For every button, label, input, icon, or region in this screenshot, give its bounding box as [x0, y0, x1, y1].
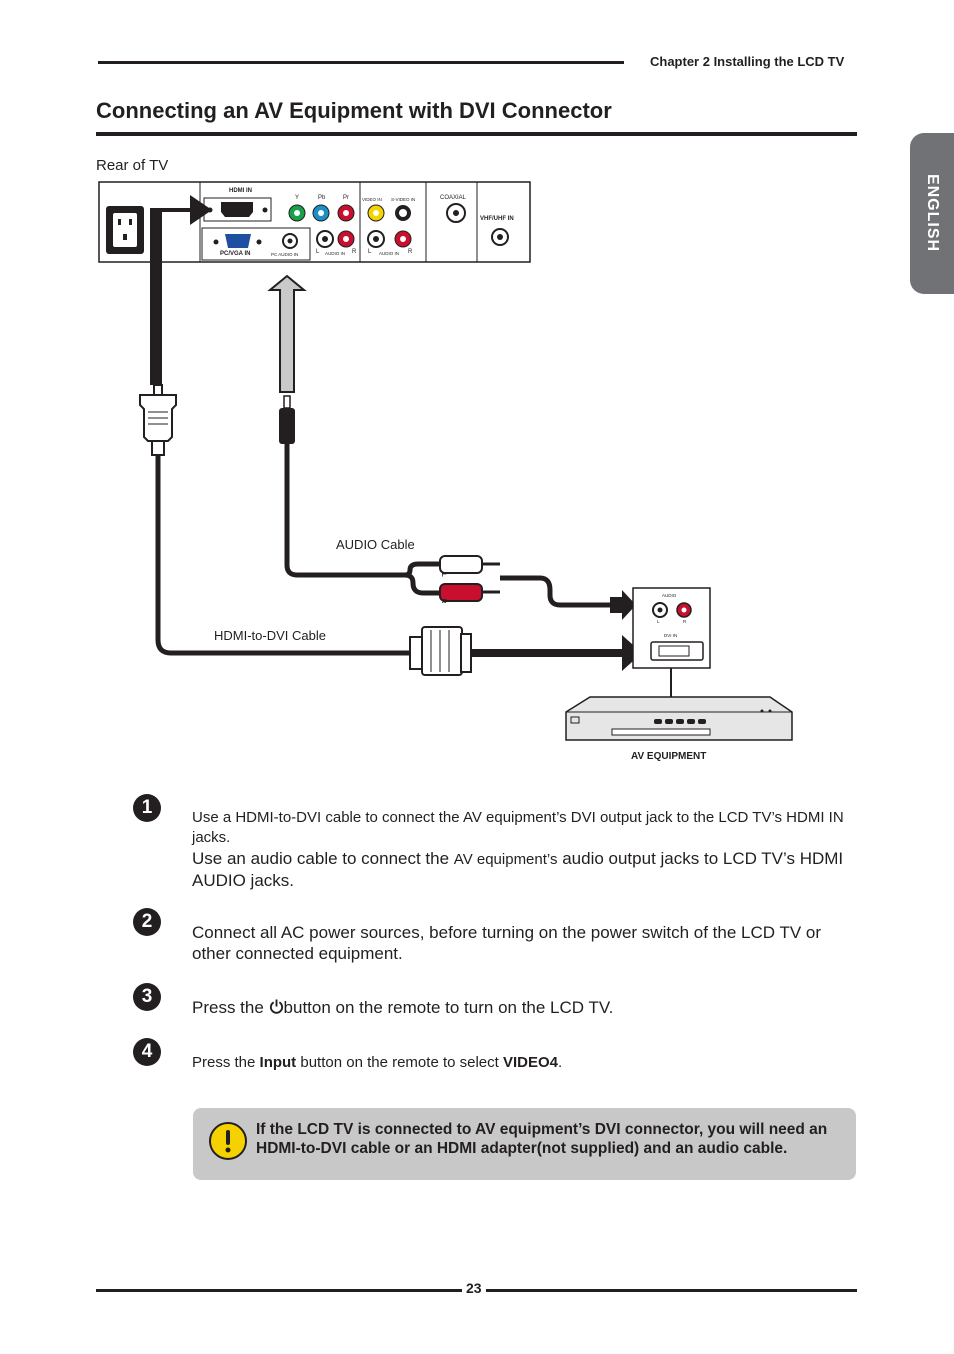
dvi-plug-icon: [409, 626, 472, 676]
av-equipment-label: AV EQUIPMENT: [631, 751, 707, 762]
step-1-text: Use a HDMI-to-DVI cable to connect the A…: [192, 808, 862, 891]
power-icon: [269, 999, 283, 1014]
rca-plugs-icon: [439, 555, 500, 602]
chapter-heading: Chapter 2 Installing the LCD TV: [650, 54, 845, 69]
pb-label: Pb: [318, 195, 326, 201]
audio-arrow-icon: [267, 274, 307, 393]
hdmi-dvi-cable: [155, 455, 412, 656]
step-3-text: Press the button on the remote to turn o…: [192, 998, 614, 1017]
audio-in-arrow-icon: [610, 590, 636, 620]
audio-cable-label: AUDIO Cable: [336, 537, 415, 552]
av-equipment-icon: [565, 696, 793, 741]
pc-audio-in-label: PC AUDIO IN: [271, 252, 299, 257]
video-jacks-icon: [367, 204, 412, 248]
power-socket-icon: [106, 206, 144, 254]
audio-plug-icon: [279, 395, 295, 455]
vhf-uhf-label: VHF/UHF IN: [480, 216, 514, 222]
video-l-label: L: [368, 249, 372, 255]
step-2-text: Connect all AC power sources, before tur…: [192, 923, 822, 963]
header-rule: [98, 61, 624, 64]
plug-l-label: L: [439, 573, 446, 577]
hdmi-port-icon: [203, 197, 272, 222]
device-l-label: L: [657, 619, 660, 624]
vga-port-icon: [201, 227, 311, 261]
audio-cable-split: [404, 561, 440, 596]
step-4-text: Press the Input button on the remote to …: [192, 1054, 563, 1071]
device-port-panel: [632, 587, 711, 669]
device-dvi-in-label: DVI IN: [664, 633, 678, 638]
component-l-label: L: [316, 249, 320, 255]
dvi-arrow-icon: [470, 635, 642, 671]
input-keyword: Input: [259, 1054, 297, 1071]
step-1-line-2: Use an audio cable to connect the AV equ…: [192, 849, 844, 890]
video-r-label: R: [408, 249, 413, 255]
video4-keyword: VIDEO4: [502, 1054, 559, 1071]
s-video-in-label: S-VIDEO IN: [391, 197, 416, 202]
tv-rear-panel: [98, 181, 531, 263]
component-audio-in-label: AUDIO IN: [325, 251, 346, 256]
step-1-line-1: Use a HDMI-to-DVI cable to connect the A…: [192, 809, 844, 846]
note-text: If the LCD TV is connected to AV equipme…: [256, 1121, 828, 1157]
coaxial-label: COAXIAL: [440, 195, 467, 201]
step-4-number: 4: [133, 1038, 161, 1066]
y-label: Y: [295, 195, 300, 201]
device-audio-label: AUDIO: [662, 593, 677, 598]
video-in-label: VIDEO IN: [362, 197, 382, 202]
step-2-number: 2: [133, 908, 161, 936]
coaxial-jack-icon: [446, 203, 466, 223]
step-1-number: 1: [133, 794, 161, 822]
video-audio-in-label: AUDIO IN: [379, 251, 400, 256]
audio-cable-right: [500, 575, 622, 608]
component-r-label: R: [352, 249, 357, 255]
language-tab[interactable]: ENGLISH: [910, 133, 954, 294]
note-box: If the LCD TV is connected to AV equipme…: [193, 1108, 856, 1180]
step-3-number: 3: [133, 983, 161, 1011]
plug-r-label: R: [440, 598, 447, 604]
page-title: Connecting an AV Equipment with DVI Conn…: [96, 98, 612, 123]
rear-of-tv-label: Rear of TV: [96, 157, 169, 174]
connection-diagram: [98, 181, 793, 741]
exclamation-icon: [209, 1122, 247, 1160]
antenna-jack-icon: [491, 228, 509, 246]
hdmi-plug-icon: [139, 384, 177, 456]
pc-vga-in-label: PC/VGA IN: [220, 251, 251, 257]
hdmi-arrow-icon: [150, 195, 212, 385]
title-rule: [96, 132, 857, 136]
pr-label: Pr: [343, 195, 349, 201]
device-r-label: R: [683, 619, 687, 624]
component-jacks-icon: [288, 204, 355, 248]
hdmi-in-label: HDMI IN: [229, 188, 252, 194]
hdmi-dvi-cable-label: HDMI-to-DVI Cable: [214, 628, 326, 643]
page-number: 23: [462, 1280, 486, 1296]
audio-cable: [284, 455, 405, 578]
